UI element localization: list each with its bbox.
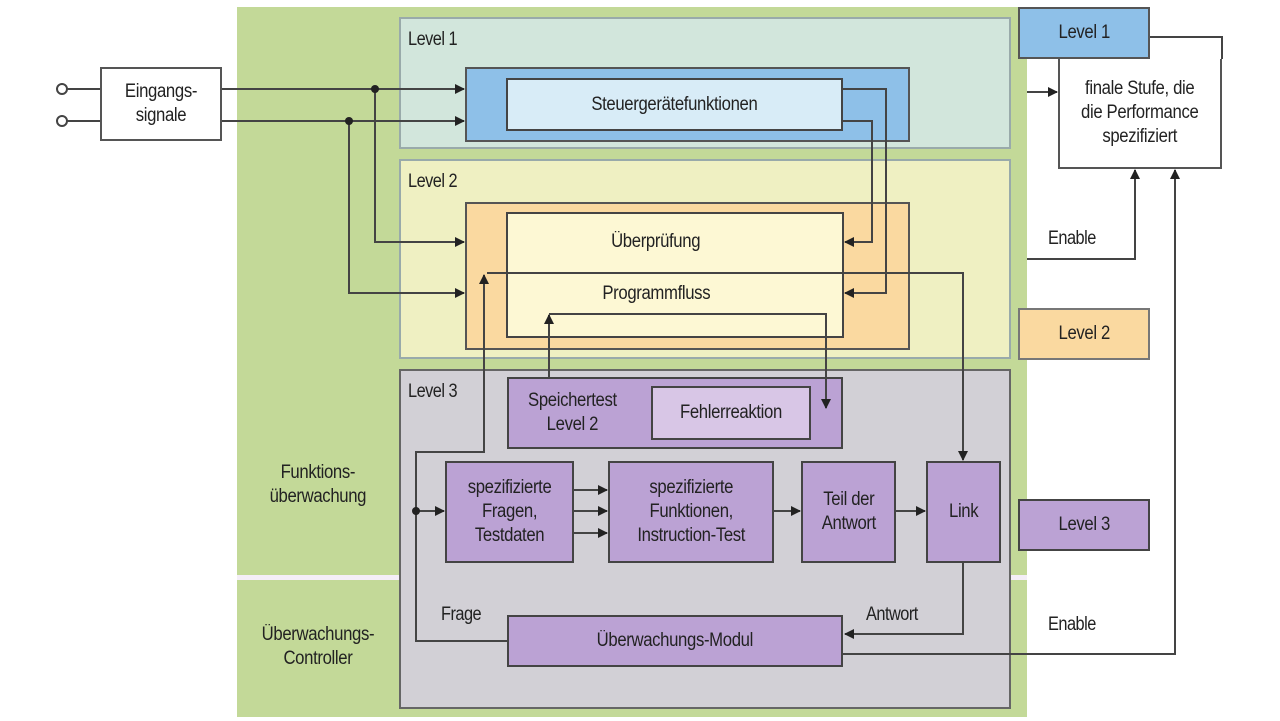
ecu-functions-block: Steuergerätefunktionen bbox=[506, 78, 843, 131]
input-signals-block: Eingangs- signale bbox=[100, 67, 222, 141]
monitoring-controller-label-wrap: Überwachungs- Controller bbox=[240, 614, 395, 680]
ecu-functions-label: Steuergerätefunktionen bbox=[591, 93, 758, 115]
answer-part-label: Teil der Antwort bbox=[821, 489, 876, 534]
answer-part-block: Teil der Antwort bbox=[801, 461, 896, 563]
specified-functions-block: spezifizierte Funktionen, Instruction-Te… bbox=[608, 461, 774, 563]
input-signals-label: Eingangs- signale bbox=[124, 81, 198, 126]
enable-label-bottom: Enable bbox=[1048, 614, 1096, 635]
level3-title: Level 3 bbox=[408, 381, 458, 402]
monitoring-module-label: Überwachungs-Modul bbox=[596, 630, 754, 651]
error-reaction-label: Fehlerreaktion bbox=[680, 402, 782, 423]
monitoring-module-block: Überwachungs-Modul bbox=[507, 615, 843, 667]
legend-level2-label: Level 2 bbox=[1058, 323, 1110, 344]
level2-title: Level 2 bbox=[408, 171, 458, 192]
link-block: Link bbox=[926, 461, 1001, 563]
link-label: Link bbox=[948, 501, 979, 522]
input-terminal-2 bbox=[56, 115, 68, 127]
error-reaction-block: Fehlerreaktion bbox=[651, 386, 811, 440]
monitoring-controller-label: Überwachungs- Controller bbox=[261, 624, 374, 669]
legend-level1: Level 1 bbox=[1018, 7, 1150, 59]
final-stage-block: finale Stufe, die die Performance spezif… bbox=[1058, 59, 1222, 169]
level1-title: Level 1 bbox=[408, 29, 458, 50]
memory-test-label: Speichertest Level 2 bbox=[527, 390, 617, 435]
answer-label: Antwort bbox=[866, 604, 918, 625]
input-terminal-1 bbox=[56, 83, 68, 95]
legend-level3-label: Level 3 bbox=[1058, 514, 1110, 535]
specified-questions-block: spezifizierte Fragen, Testdaten bbox=[445, 461, 574, 563]
function-monitoring-label-wrap: Funktions- überwachung bbox=[240, 452, 395, 518]
specified-functions-label: spezifizierte Funktionen, Instruction-Te… bbox=[637, 477, 745, 546]
check-label-wrap: Überprüfung bbox=[506, 228, 806, 256]
legend-level3: Level 3 bbox=[1018, 499, 1150, 551]
function-monitoring-label: Funktions- überwachung bbox=[269, 462, 366, 507]
question-label: Frage bbox=[441, 604, 482, 625]
check-label: Überprüfung bbox=[611, 231, 701, 252]
specified-questions-label: spezifizierte Fragen, Testdaten bbox=[467, 477, 552, 546]
legend-level2: Level 2 bbox=[1018, 308, 1150, 360]
final-stage-top-border bbox=[1150, 36, 1223, 59]
final-stage-label: finale Stufe, die die Performance spezif… bbox=[1081, 78, 1199, 147]
legend-level1-label: Level 1 bbox=[1058, 22, 1110, 43]
program-flow-label: Programmfluss bbox=[602, 283, 710, 304]
enable-label-top: Enable bbox=[1048, 228, 1096, 249]
memory-test-label-wrap: Speichertest Level 2 bbox=[507, 380, 637, 446]
flow-label-wrap: Programmfluss bbox=[506, 280, 806, 308]
